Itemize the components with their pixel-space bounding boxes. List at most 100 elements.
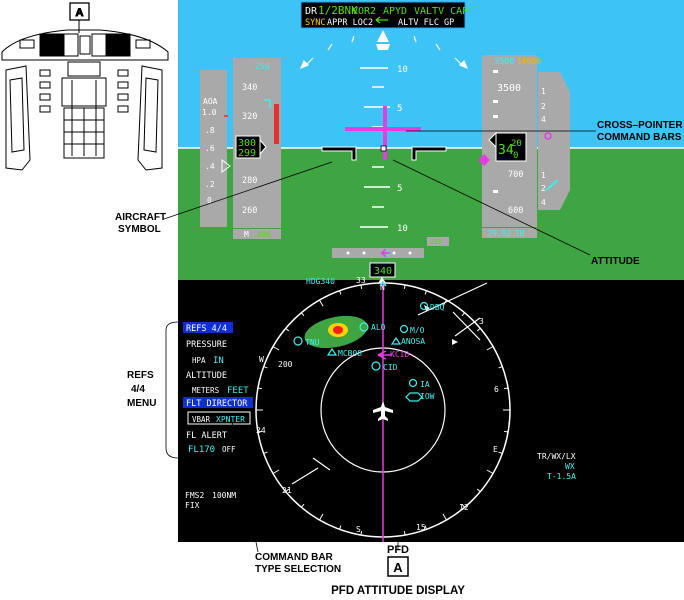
refs-flt-director[interactable]: FLT DIRECTOR [186,399,248,409]
wx-tilt: T-1.5A [547,472,576,481]
display-center-eicas [79,35,91,55]
fma-sync: SYNC [305,18,325,28]
alt-tick-3500: 3500 [497,83,521,94]
fma-ap-yd: APYD [383,6,407,17]
compass-tick [442,513,447,521]
mach-label: M [244,230,249,239]
compass-tick [424,525,427,530]
compass-tick [319,299,324,307]
compass-tick [498,451,503,454]
compass-tick [263,451,268,454]
vsi-up-2: 2 [541,102,546,111]
airspeed-tape: 250 340 320 280 260 300 299 M .486 [233,58,281,239]
speed-tick-340: 340 [242,83,257,93]
aoa-tick-3: .6 [205,144,215,153]
vsi-target-icon [544,132,552,140]
wx-label: WX [565,462,575,471]
wpt-kcid: KCID [390,350,409,359]
compass-tick [498,366,503,369]
alt-tick-600: 600 [508,206,523,216]
speed-tick-260: 260 [242,206,257,216]
display-lh-pfd [39,33,65,57]
compass-rose [255,282,511,542]
weather-cell [304,315,368,349]
wpt-cid: CID [383,363,398,372]
baro-setting: 29.92 IN [488,229,524,238]
compass-tick [486,469,494,474]
compass-tick [300,503,305,508]
refs-feet[interactable]: FEET [227,386,249,396]
mach-value: .486 [252,230,271,239]
callout-refs-3: MENU [127,398,156,409]
caption-title: PFD ATTITUDE DISPLAY [331,585,465,597]
fma-dr: DR [305,6,318,17]
altitude-tape: 3500 16000 3500 700 600 34 20 0 29.92 IN [478,55,541,238]
heading-readout-box [369,262,396,278]
compass-tick [285,488,290,493]
cockpit-inset: A [1,2,169,171]
speed-tick-280: 280 [242,176,257,186]
speed-red-barber-pole [274,104,279,144]
compass-tick [360,531,363,536]
refs-vbar[interactable]: VBAR [192,415,211,424]
refs-in[interactable]: IN [213,356,224,366]
compass-24: 24 [256,426,266,435]
callout-command-bar-1: COMMAND BAR [255,552,334,563]
compass-tick [504,387,509,390]
fma-bank: 1/2BNK [318,4,358,17]
fma-armed-lateral: APPR LOC2 [327,18,373,28]
compass-tick [504,430,509,433]
pitch-label-dn10: 10 [397,224,408,234]
lateral-deviation-pointer-icon [380,248,390,258]
compass-e: E [493,445,498,454]
compass-tick [257,430,262,433]
callout-cross-pointer-1: CROSS–POINTER [597,120,683,131]
refs-pressure[interactable]: PRESSURE [186,340,227,350]
refs-fl-alert[interactable]: FL ALERT [186,431,227,441]
aoa-tick-4: .4 [205,162,215,171]
alt-bug-icon [478,154,490,166]
compass-tick [360,284,363,289]
compass-33: 33 [356,276,366,285]
pitch-label-dn5: 5 [397,184,402,194]
callout-command-bar-2: TYPE SELECTION [255,564,341,575]
caption-key-box [387,556,409,577]
heading-select: HDG340 [306,277,335,286]
fma-armed-vertical: ALTV FLC GP [398,18,454,28]
compass-tick [403,531,406,536]
aoa-tick-2: .8 [205,126,215,135]
fix-label: FIX [185,501,200,510]
compass-tick [263,366,268,369]
active-waypoint-arrow-icon [377,350,392,360]
ownship-aircraft-icon [373,401,393,421]
compass-tick [403,284,406,289]
compass-21: 21 [282,486,292,495]
refs-meters[interactable]: METERS [192,386,220,395]
display-rh-pfd [105,33,131,57]
vsi-dn-1: 1 [541,171,546,180]
refs-xpnter[interactable]: XPNTER [216,415,245,424]
caption-key-letter: A [393,560,403,575]
callout-aircraft-symbol-2: SYMBOL [118,224,161,235]
display-rh-mfd [91,33,107,57]
refs-hpa[interactable]: HPA [192,356,206,365]
compass-tick [476,488,481,493]
refs-off[interactable]: OFF [222,445,236,454]
vsi-up-1: 1 [541,87,546,96]
refs-title: REFS 4/4 [186,324,227,334]
fms-range: 100NM [212,491,236,500]
compass-3: 3 [479,317,484,326]
aoa-tick-5: .2 [205,180,215,189]
aoa-tick-6: 0 [207,196,212,205]
aoa-tick-1: 1.0 [202,108,217,117]
callout-refs-1: REFS [127,370,154,381]
refs-altitude[interactable]: ALTITUDE [186,371,227,381]
svg-text:250: 250 [430,238,443,246]
compass-tick [272,469,280,474]
fma-vertical: VALTV CAP [414,6,468,17]
refs-fl-value[interactable]: FL170 [188,445,215,455]
inset-key-letter: A [76,7,84,19]
refs-menu[interactable]: REFS 4/4 PRESSURE HPA IN ALTITUDE METERS… [183,322,253,455]
aoa-pointer-icon [221,159,231,173]
